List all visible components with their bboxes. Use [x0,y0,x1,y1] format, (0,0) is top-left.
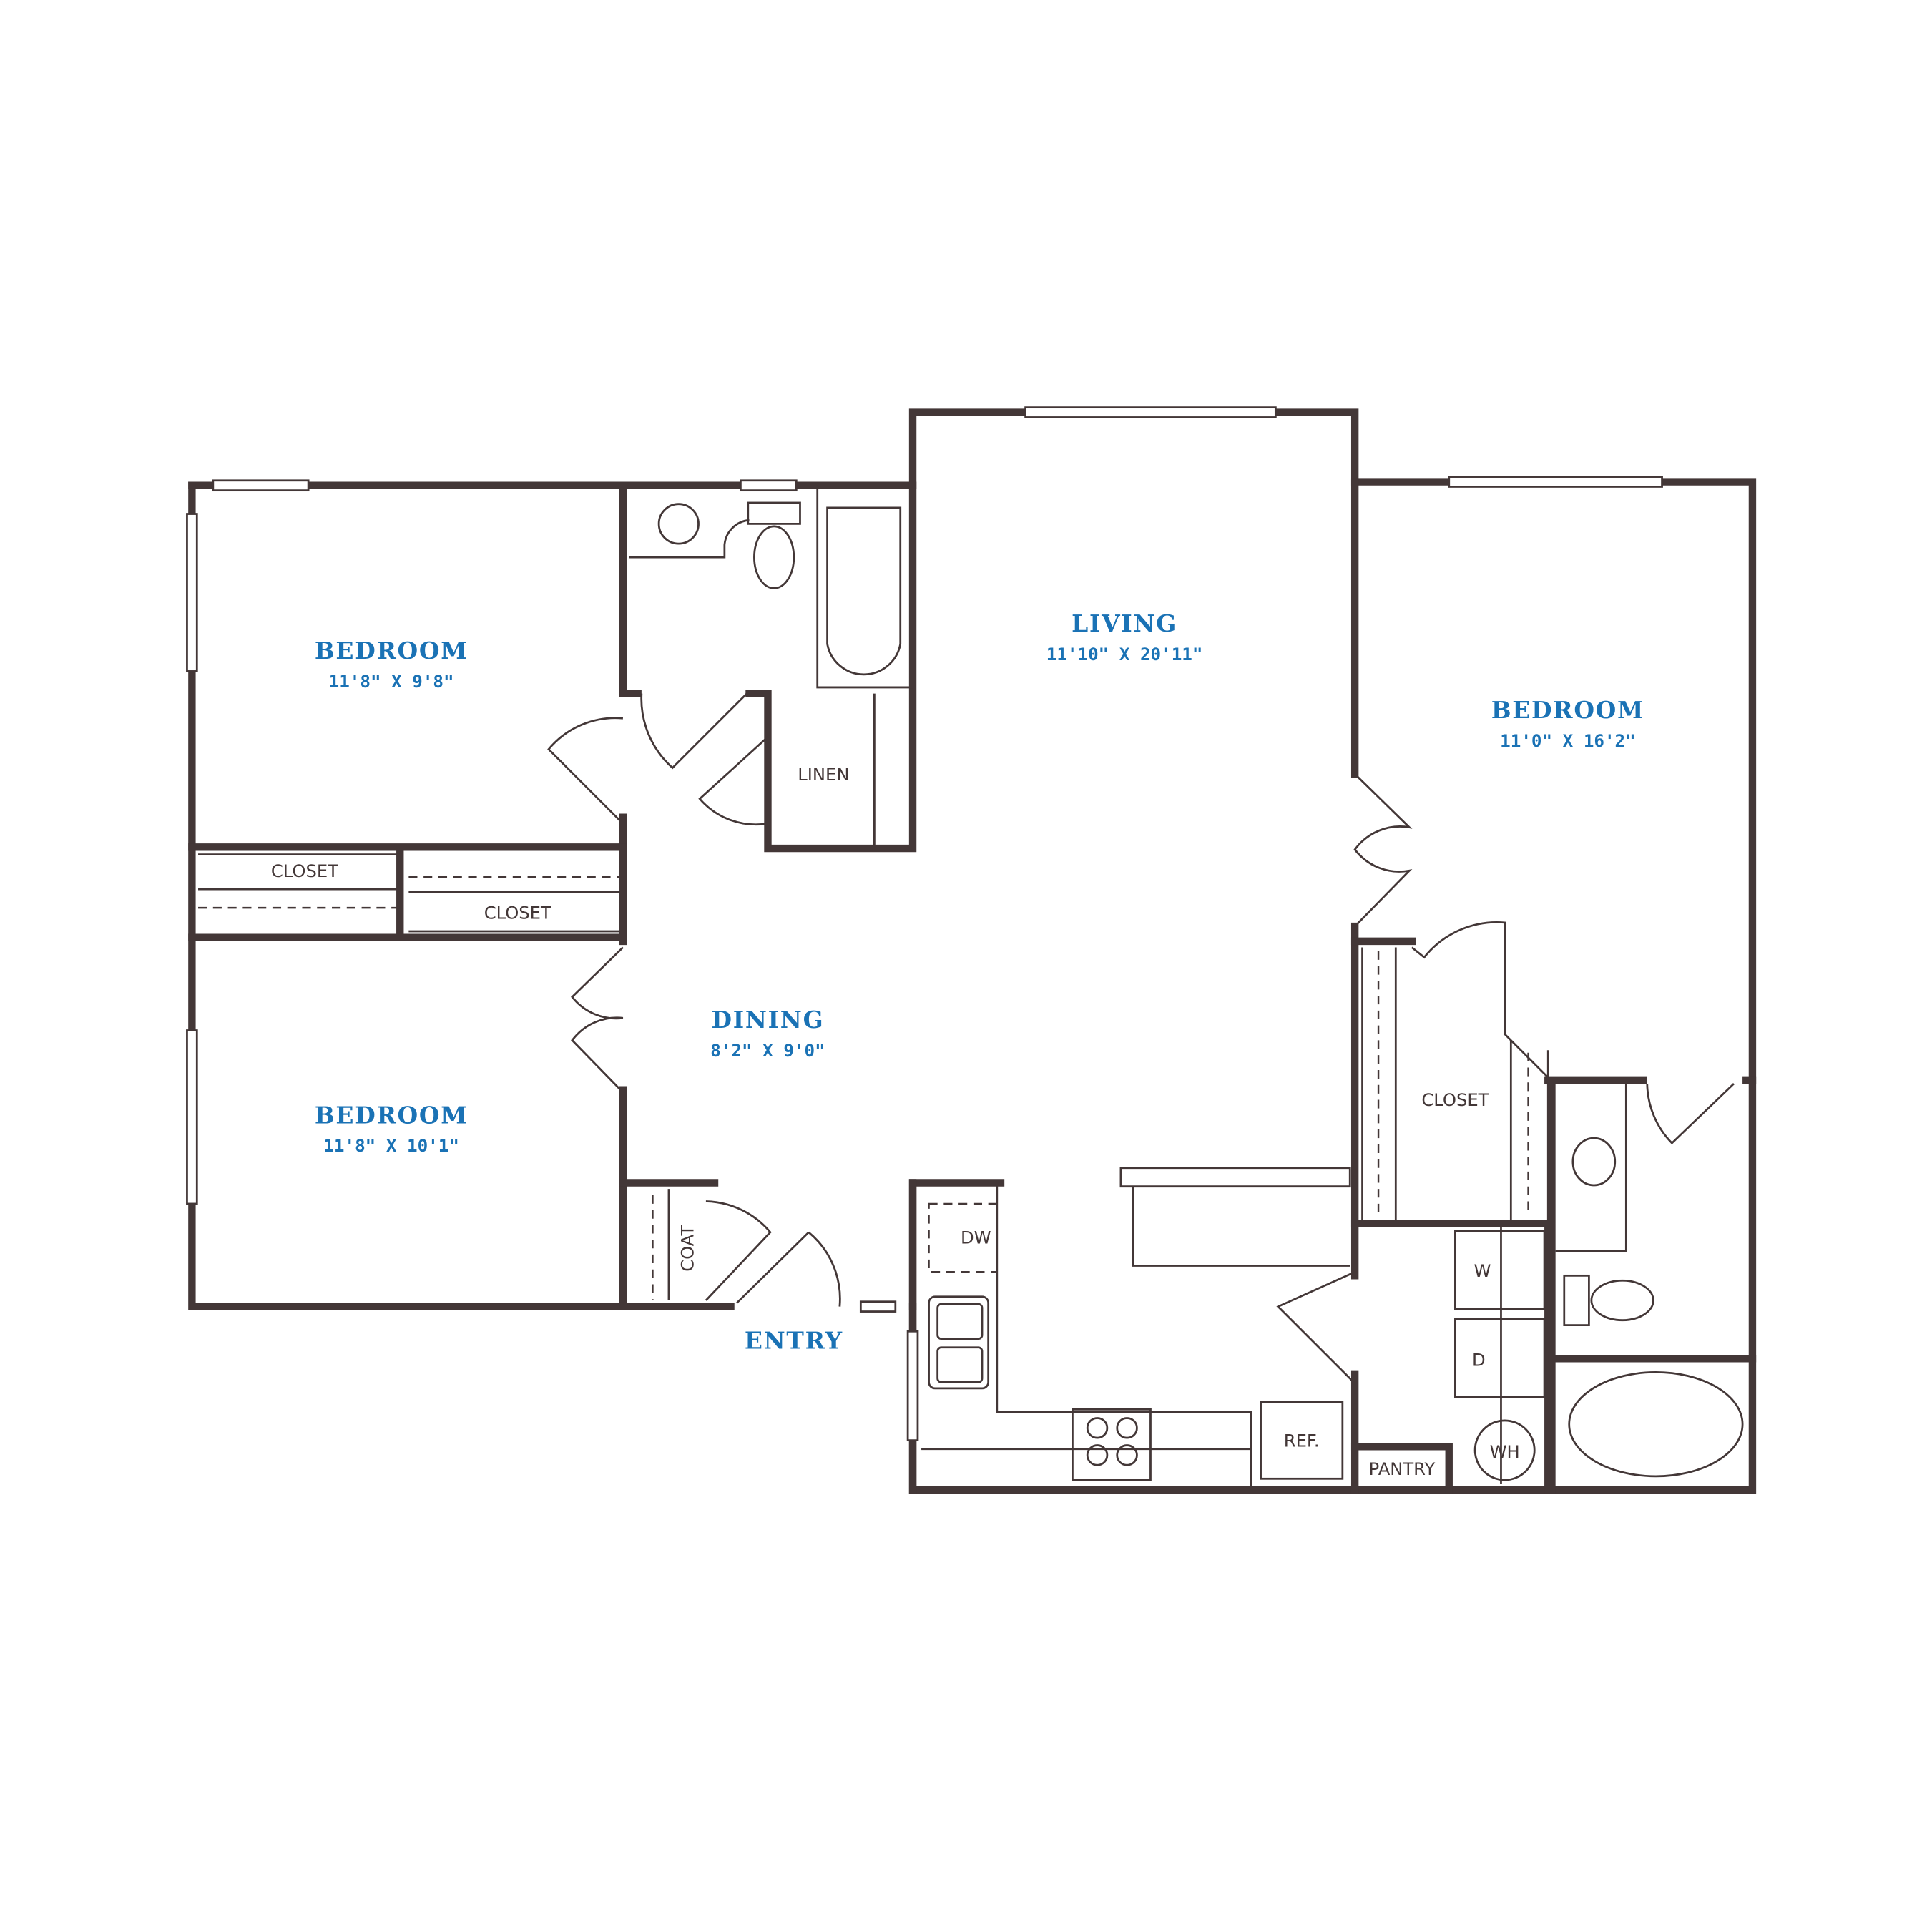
closet-label: CLOSET [484,903,551,923]
room-name: BEDROOM [315,637,468,665]
entry-label: ENTRY [745,1327,843,1355]
interior-lines [198,485,1627,1486]
walls [188,408,1757,1494]
doors [547,692,1735,1382]
water-heater [1473,1419,1536,1481]
kitchen-sink-icon [928,1295,990,1390]
bathtub-icon [826,506,902,676]
dryer [1454,1318,1546,1398]
linen-label: LINEN [798,765,849,785]
toilet-icon [753,525,795,589]
room-size: 11'0" X 16'2" [1500,731,1636,751]
dryer-label: D [1472,1350,1486,1370]
room-size: 11'10" X 20'11" [1046,644,1203,665]
toilet-icon [1590,1279,1654,1322]
windows [186,406,1663,1442]
dw-label: DW [961,1227,991,1247]
bathtub-icon [1568,1371,1744,1478]
room-size: 11'8" X 9'8" [329,672,454,692]
room-name: BEDROOM [1491,696,1644,724]
room-name: BEDROOM [315,1101,468,1129]
room-labels: BEDROOM 11'8" X 9'8" LIVING 11'10" X 20'… [315,609,1644,1354]
washer-label: W [1474,1261,1491,1281]
dishwasher [928,1202,998,1273]
ref-label: REF. [1284,1431,1320,1451]
sink-icon [1571,1137,1617,1187]
sink-icon [657,503,700,545]
room-size: 11'8" X 10'1" [323,1136,459,1156]
pantry-label: PANTRY [1369,1459,1436,1479]
room-name: LIVING [1072,609,1177,637]
coat-label: COAT [678,1225,698,1272]
closet-label: CLOSET [1421,1090,1489,1110]
room-size: 8'2" X 9'0" [710,1041,825,1061]
stove-icon [1072,1408,1152,1481]
fixture-labels: LINEN CLOSET CLOSET CLOSET COAT DW REF. … [271,765,1520,1479]
room-name: DINING [712,1006,825,1034]
water-heater-label: WH [1490,1442,1520,1462]
fixtures [657,501,1744,1481]
closet-label: CLOSET [271,861,338,881]
refrigerator [1260,1401,1344,1480]
washer [1454,1230,1546,1310]
